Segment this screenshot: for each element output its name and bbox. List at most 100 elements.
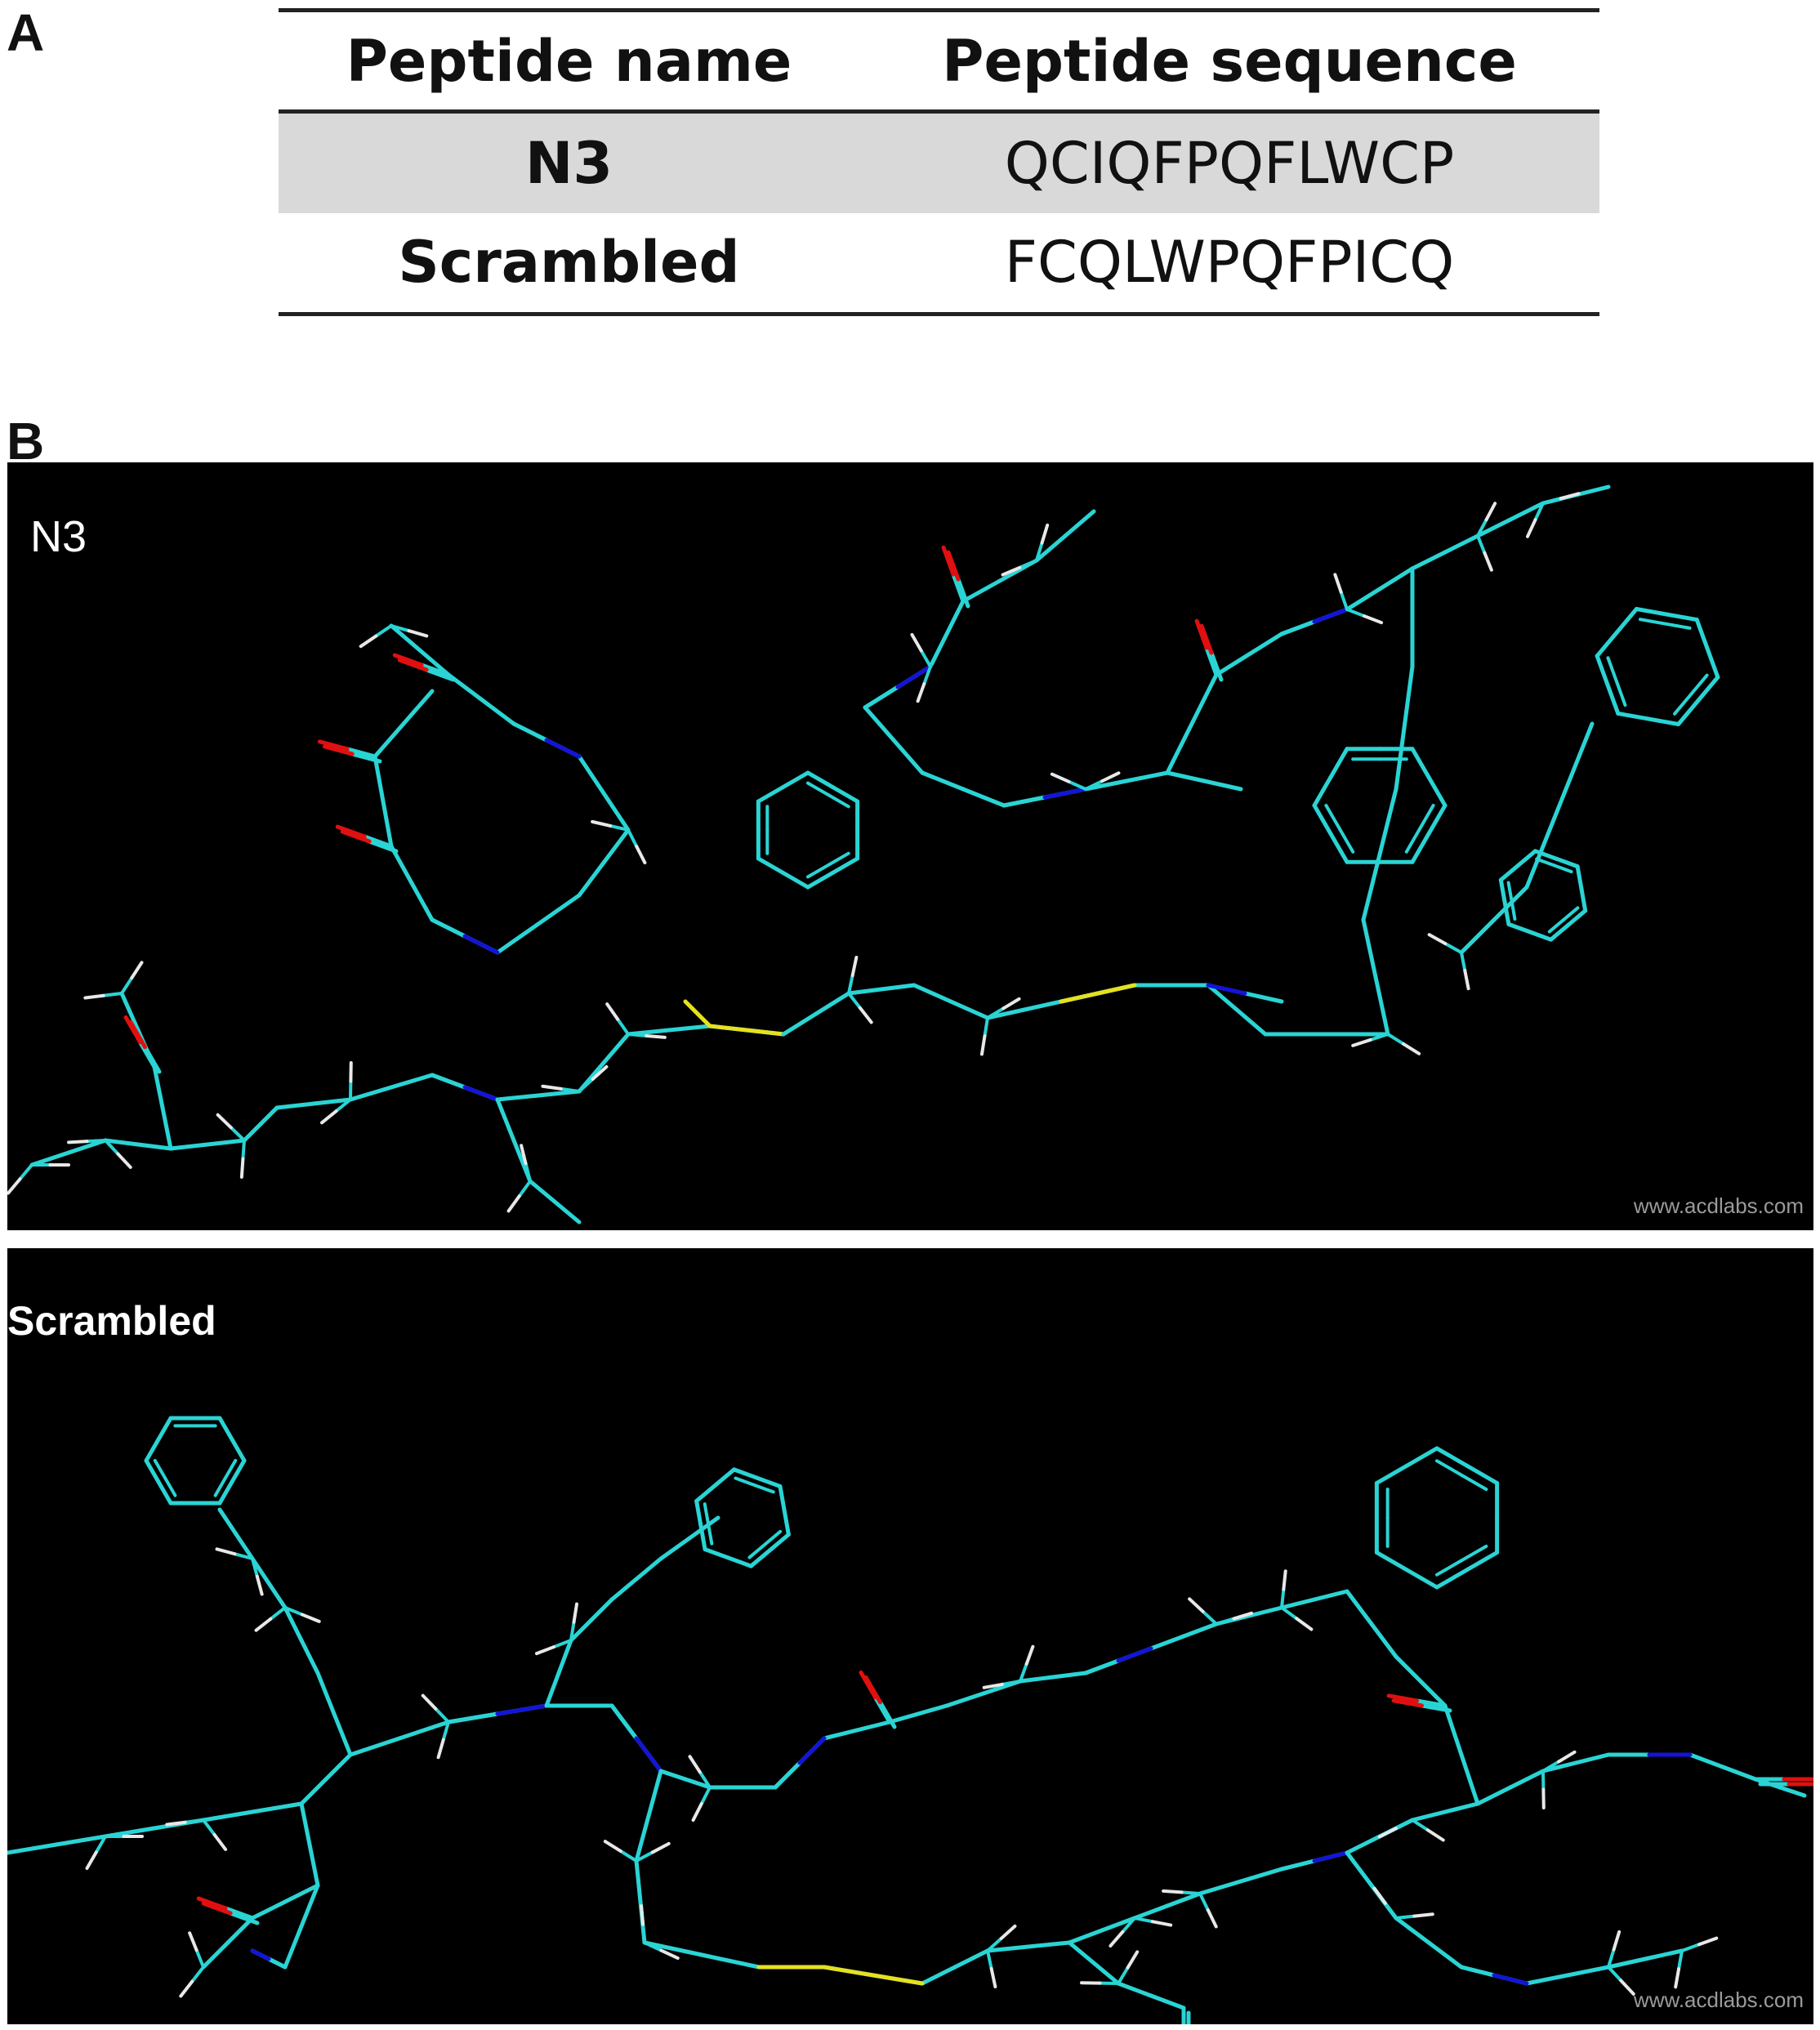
bond-segment	[985, 1944, 1031, 1953]
bond-segment	[390, 624, 411, 633]
bond-segment	[1427, 933, 1448, 946]
bond-segment	[1476, 534, 1487, 555]
bond-segment	[814, 991, 851, 1016]
bond-segment	[1418, 1679, 1448, 1708]
bond-segment	[1279, 619, 1317, 636]
bond-segment	[1616, 711, 1651, 721]
bond-segment	[1165, 721, 1194, 775]
bond-segment	[698, 1770, 711, 1789]
bond-segment	[1508, 501, 1546, 522]
watermark-text: www.acdlabs.com	[1633, 1988, 1804, 2012]
bond-segment	[266, 1956, 288, 1970]
bond-segment	[826, 851, 850, 868]
bond-segment	[1100, 1916, 1137, 1933]
bond-segment	[1638, 618, 1667, 626]
bond-segment	[54, 1834, 108, 1847]
bond-segment	[165, 1820, 187, 1827]
bond-segment	[1677, 1949, 1684, 1971]
bond-segment	[85, 1850, 98, 1870]
bond-segment	[707, 1522, 714, 1546]
bond-segment	[1459, 917, 1497, 955]
bond-segment	[201, 1940, 230, 1970]
bond-segment	[479, 697, 516, 726]
bond-segment	[634, 1858, 643, 1904]
bond-segment	[979, 1034, 987, 1056]
bond-segment	[1194, 618, 1209, 650]
bond-segment	[1415, 1698, 1448, 1708]
bond-segment	[228, 1911, 260, 1925]
bond-segment	[1024, 1644, 1035, 1666]
bond-segment	[920, 770, 966, 792]
bond-segment	[183, 1818, 205, 1824]
bond-segment	[234, 1532, 255, 1561]
bond-segment	[1132, 1903, 1170, 1921]
bond-segment	[805, 871, 835, 890]
bond-segment	[1573, 1752, 1611, 1765]
table-row: Scrambled FCQLWPQFPICQ	[279, 213, 1599, 315]
bond-segment	[179, 1979, 194, 1998]
bond-segment	[641, 1922, 646, 1944]
bond-segment	[1778, 1785, 1807, 1798]
bond-segment	[1674, 1967, 1681, 1989]
bond-segment	[1483, 551, 1493, 572]
bond-segment	[1634, 607, 1669, 617]
bond-segment	[725, 1555, 753, 1568]
bond-segment	[627, 828, 639, 849]
bond-segment	[1312, 803, 1333, 837]
bond-segment	[163, 1476, 177, 1497]
bond-segment	[136, 1142, 173, 1151]
bond-segment	[1312, 607, 1349, 624]
bond-segment	[1067, 1940, 1096, 1965]
bond-segment	[952, 1948, 990, 1970]
bond-segment	[778, 1483, 787, 1513]
bond-segment	[1247, 1605, 1284, 1618]
bond-segment	[569, 1620, 576, 1642]
bond-segment	[250, 1948, 271, 1961]
bond-segment	[732, 1467, 760, 1480]
bond-segment	[1022, 999, 1064, 1012]
bond-segment	[372, 721, 406, 759]
bond-segment	[251, 1557, 259, 1578]
bond-segment	[144, 1458, 161, 1484]
bond-segment	[495, 921, 541, 955]
bond-segment	[1374, 1463, 1409, 1485]
bond-segment	[223, 1459, 238, 1480]
bond-segment	[1643, 1948, 1684, 1961]
bond-segment	[1573, 484, 1611, 497]
bond-segment	[1646, 716, 1681, 726]
bond-segment	[1554, 856, 1580, 869]
bond-segment	[1402, 1042, 1421, 1055]
bond-segment	[747, 1542, 767, 1559]
bond-segment	[213, 1476, 227, 1497]
bond-segment	[920, 1965, 957, 1986]
bond-segment	[1386, 1693, 1420, 1703]
bond-segment	[552, 1199, 582, 1225]
bond-segment	[1525, 518, 1537, 538]
bond-segment	[1566, 908, 1588, 927]
bond-segment	[1463, 969, 1470, 991]
bond-segment	[871, 1973, 925, 1986]
bond-segment	[1201, 1609, 1218, 1626]
bond-segment	[283, 1606, 304, 1617]
bond-segment	[1181, 1622, 1219, 1639]
bond-segment	[605, 1002, 620, 1021]
bond-segment	[1443, 1703, 1464, 1757]
bond-segment	[850, 955, 859, 977]
bond-segment	[1373, 975, 1390, 1037]
bond-segment	[1394, 725, 1407, 792]
peptide-name-cell: N3	[524, 129, 613, 197]
bond-segment	[1498, 877, 1507, 904]
bond-segment	[983, 1016, 989, 1038]
bond-segment	[104, 1139, 120, 1156]
bond-segment	[1386, 1033, 1406, 1046]
bond-segment	[1345, 587, 1382, 612]
bond-segment	[1001, 565, 1022, 577]
bond-segment	[1042, 787, 1088, 800]
bond-segment	[1050, 772, 1071, 783]
bond-segment	[559, 1086, 581, 1093]
bond-segment	[1460, 1473, 1488, 1492]
bond-segment	[643, 1941, 663, 1952]
bond-segment	[863, 1675, 882, 1705]
bond-segment	[201, 1901, 233, 1916]
bond-segment	[591, 1064, 609, 1081]
